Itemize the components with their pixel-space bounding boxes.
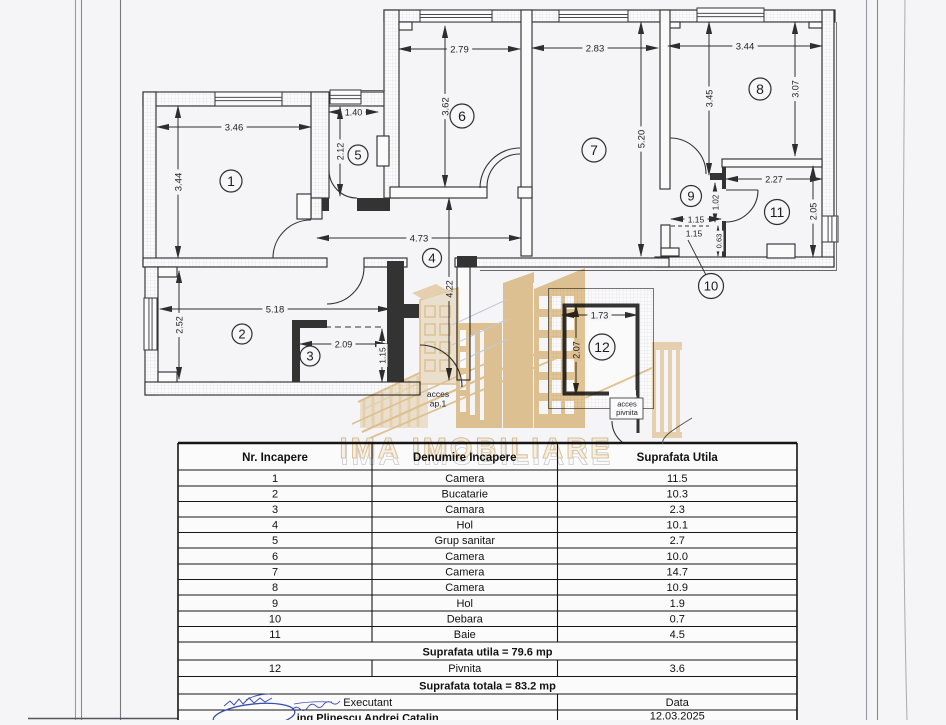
svg-text:11: 11 (269, 629, 280, 641)
svg-text:2.09: 2.09 (335, 339, 353, 349)
svg-text:3: 3 (272, 504, 278, 516)
svg-text:Camara: Camara (445, 504, 485, 516)
svg-text:5.18: 5.18 (266, 304, 285, 315)
svg-text:3.44: 3.44 (173, 173, 184, 192)
svg-text:12: 12 (269, 663, 281, 675)
svg-text:0.7: 0.7 (670, 614, 685, 626)
svg-text:2: 2 (272, 489, 278, 501)
svg-text:2.7: 2.7 (670, 535, 685, 547)
svg-text:Grup sanitar: Grup sanitar (434, 535, 495, 547)
svg-text:2.83: 2.83 (586, 43, 605, 54)
svg-text:10: 10 (704, 279, 718, 294)
svg-text:Pivnita: Pivnita (448, 663, 482, 675)
svg-text:6: 6 (458, 108, 466, 124)
svg-text:3: 3 (306, 349, 313, 364)
svg-text:Camera: Camera (445, 567, 485, 579)
svg-text:4.5: 4.5 (670, 629, 685, 641)
svg-text:3.44: 3.44 (736, 41, 755, 52)
svg-text:1.02: 1.02 (711, 194, 720, 210)
svg-text:11: 11 (770, 204, 785, 220)
svg-text:6: 6 (272, 551, 278, 563)
svg-text:Baie: Baie (454, 629, 476, 641)
svg-text:3.6: 3.6 (670, 663, 685, 675)
svg-text:3.46: 3.46 (225, 122, 244, 133)
svg-text:5: 5 (354, 148, 361, 163)
svg-text:11.5: 11.5 (667, 473, 688, 485)
svg-text:Bucatarie: Bucatarie (442, 489, 488, 501)
svg-text:12: 12 (594, 339, 610, 355)
svg-text:9: 9 (687, 189, 694, 204)
svg-text:Nr. Incapere: Nr. Incapere (242, 452, 308, 464)
svg-text:Hol: Hol (456, 598, 473, 610)
svg-text:7: 7 (590, 142, 598, 158)
svg-text:Hol: Hol (456, 520, 473, 532)
svg-text:0.63: 0.63 (714, 234, 723, 249)
svg-text:2.05: 2.05 (808, 203, 818, 221)
svg-text:2.79: 2.79 (450, 44, 469, 55)
svg-text:ing Plinescu Andrei Catalin: ing Plinescu Andrei Catalin (297, 713, 439, 721)
svg-text:4: 4 (272, 520, 278, 532)
svg-text:10.0: 10.0 (667, 551, 688, 563)
svg-text:Camera: Camera (445, 582, 485, 594)
svg-text:3.07: 3.07 (790, 80, 800, 98)
svg-text:1.9: 1.9 (670, 598, 685, 610)
svg-text:4.73: 4.73 (410, 233, 429, 244)
svg-text:IMA IMOBILIARE: IMA IMOBILIARE (341, 440, 614, 472)
svg-text:acces: acces (427, 389, 449, 399)
svg-text:IMA IMOBILIARE: IMA IMOBILIARE (340, 433, 613, 465)
svg-text:9: 9 (272, 598, 278, 610)
svg-text:5: 5 (272, 535, 278, 547)
svg-text:7: 7 (272, 567, 278, 579)
svg-text:2.27: 2.27 (765, 174, 783, 184)
svg-text:10.9: 10.9 (667, 582, 688, 594)
svg-text:1.40: 1.40 (345, 107, 363, 117)
svg-text:1.15: 1.15 (686, 229, 703, 239)
svg-text:pivnita: pivnita (616, 408, 639, 417)
svg-text:10.3: 10.3 (667, 489, 688, 501)
svg-text:Suprafata utila = 79.6 mp: Suprafata utila = 79.6 mp (423, 647, 553, 659)
svg-text:8: 8 (756, 81, 764, 97)
svg-text:Data: Data (666, 697, 690, 709)
svg-text:2.52: 2.52 (174, 316, 184, 334)
svg-text:2.3: 2.3 (670, 504, 685, 516)
svg-text:Executant: Executant (343, 697, 392, 709)
svg-text:12.03.2025: 12.03.2025 (650, 711, 705, 721)
svg-text:3.45: 3.45 (704, 90, 714, 108)
svg-text:3.62: 3.62 (440, 97, 451, 116)
svg-text:1: 1 (272, 473, 278, 485)
svg-text:2.12: 2.12 (335, 143, 345, 161)
svg-text:1.15: 1.15 (688, 214, 705, 224)
svg-text:2: 2 (238, 327, 245, 342)
svg-text:14.7: 14.7 (667, 567, 688, 579)
svg-text:1.15: 1.15 (377, 347, 387, 364)
svg-text:Denumire Incapere: Denumire Incapere (413, 452, 517, 464)
svg-text:1.73: 1.73 (591, 310, 609, 320)
svg-text:10.1: 10.1 (667, 520, 688, 532)
svg-text:1: 1 (227, 173, 235, 189)
svg-text:4: 4 (428, 251, 435, 266)
svg-text:4.22: 4.22 (444, 280, 454, 298)
svg-text:Debara: Debara (447, 614, 484, 626)
svg-text:acces: acces (617, 400, 637, 409)
svg-text:Suprafata Utila: Suprafata Utila (637, 452, 719, 464)
svg-text:10: 10 (269, 614, 281, 626)
svg-text:Suprafata totala = 83.2 mp: Suprafata totala = 83.2 mp (419, 681, 556, 693)
svg-text:Camera: Camera (445, 551, 485, 563)
svg-text:5.20: 5.20 (636, 130, 647, 149)
svg-text:ap.1: ap.1 (430, 399, 447, 409)
svg-text:8: 8 (272, 582, 278, 594)
svg-text:Camera: Camera (445, 473, 485, 485)
